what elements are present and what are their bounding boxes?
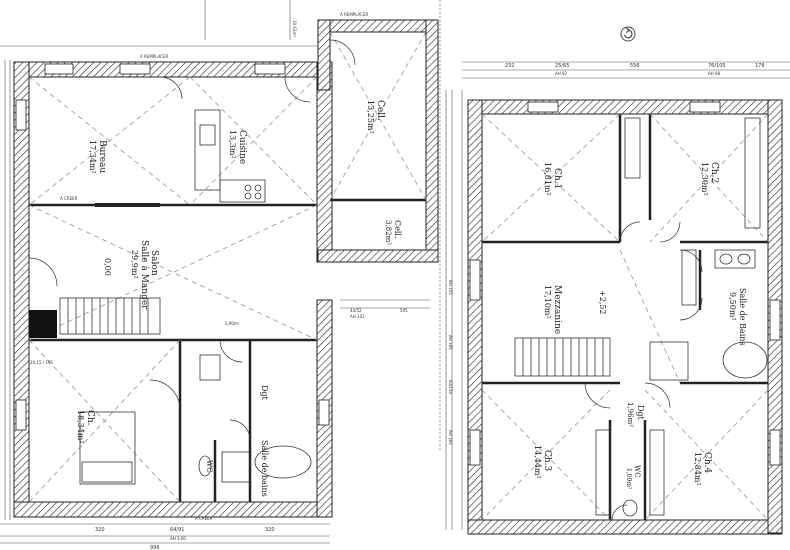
upper-level: +2,52 [598, 290, 607, 315]
dim-bottom-4: AH 3,00 [170, 536, 186, 541]
room-name-wc2: WC [633, 465, 641, 478]
room-area-chambre: 18,34m² [76, 410, 85, 444]
bathroom-fixtures [198, 354, 312, 483]
side-dim-2: AH 142 [350, 314, 365, 319]
room-name-ch1: Ch.1 [552, 168, 562, 189]
upper-dim-1: 232 [505, 63, 515, 69]
upper-dim-6: AH 98 [708, 71, 721, 76]
room-name-bureau: Bureau [97, 140, 107, 173]
room-name-cellier: Cell. [375, 100, 385, 121]
ground-column [29, 310, 57, 338]
ground-windows [15, 63, 330, 431]
room-name-mezzanine: Mezzanine [552, 285, 562, 334]
room-name-sdb2: Salle de Bains [738, 288, 747, 346]
room-area-cellier: 13,25m² [366, 100, 375, 134]
upper-dim-3: AH 92 [555, 71, 568, 76]
room-name-wc: WC [205, 460, 213, 473]
upper-room-labels: Ch.1 16,81m² Ch.2 12,30m² Mezzanine 17,1… [533, 162, 747, 490]
upper-top-dims: 232 25/65 AH 92 556 76/105 AH 98 178 [505, 63, 765, 76]
room-name-cellier2: Cell. [393, 220, 402, 239]
room-area-sdb2: 9,50m² [728, 292, 737, 321]
ground-floor-plan: Bureau 17,34m² Cuisine 13,3m² Cell. 13,2… [0, 0, 441, 550]
bed [79, 411, 136, 485]
dim-bottom-1: 320 [95, 527, 105, 533]
upper-bathroom-fixtures [622, 249, 768, 517]
ground-room-diagonals [28, 31, 427, 503]
room-area-cuisine: 13,3m² [228, 130, 237, 159]
room-area-dgt2: 1,96m² [626, 402, 634, 427]
room-area-salon: 29,9m² [130, 250, 139, 279]
upper-room-diagonals [481, 113, 769, 521]
upper-floor-plan: Ch.1 16,81m² Ch.2 12,30m² Mezzanine 17,1… [445, 61, 790, 535]
room-sub-salon: Salle à Manger [139, 240, 150, 310]
upper-left-dim-3: 63/150 [448, 380, 453, 395]
room-name-cuisine: Cuisine [237, 130, 247, 164]
note-dim-window: 20,15 / 195 [30, 360, 53, 365]
upper-windows [469, 101, 781, 466]
ground-dimension-lines [0, 0, 441, 544]
room-name-salon: Salon [149, 250, 159, 276]
ground-notes: A REMPLACER A REMPLACER A CREER A CREER … [30, 12, 408, 550]
side-dim-1: 44/52 [350, 308, 362, 313]
upper-left-dim-4: AH 183 [448, 430, 453, 445]
room-area-bureau: 17,34m² [88, 140, 97, 174]
upper-left-dims: AH 155 AH 185 63/150 AH 183 [448, 280, 453, 445]
kitchen-fixtures [194, 109, 266, 203]
upper-dim-2: 25/65 [555, 63, 569, 69]
ground-level: 0,00 [103, 258, 112, 276]
room-area-ch3: 14,44m² [533, 445, 542, 479]
room-area-ch1: 16,81m² [543, 162, 552, 196]
ground-partitions [29, 198, 426, 502]
rotate-icon[interactable] [620, 26, 636, 42]
upper-left-dim-1: AH 155 [448, 280, 453, 295]
room-name-dgt: Dgt [260, 385, 269, 401]
room-area-wc2: 1,09m² [625, 468, 632, 490]
room-area-ch4: 12,84m² [693, 452, 702, 486]
upper-dimension-lines [445, 61, 790, 530]
upper-closets [595, 117, 761, 516]
note-a-remplacer-2: A REMPLACER [340, 12, 368, 17]
upper-stairs [514, 337, 611, 377]
room-area-mezzanine: 17,10m² [543, 285, 552, 319]
room-name-dgt2: Dgt [636, 405, 645, 421]
ground-doors [28, 39, 356, 441]
room-name-ch4: Ch.4 [702, 452, 712, 474]
note-a-remplacer-1: A REMPLACER [140, 54, 168, 59]
upper-dim-7: 178 [755, 63, 765, 69]
upper-dim-4: 556 [630, 63, 640, 69]
note-a-creer-2: A CREER [195, 516, 213, 521]
dim-total: 996 [150, 545, 160, 550]
room-name-ch2: Ch.2 [709, 162, 719, 183]
ground-stairs [59, 297, 161, 335]
room-name-chambre: Ch. [85, 410, 95, 426]
room-area-cellier2: 3,82m² [384, 220, 392, 245]
note-area-extra: 2,90m² [225, 321, 240, 326]
upper-dim-5: 76/105 [708, 63, 726, 69]
ground-room-labels: Bureau 17,34m² Cuisine 13,3m² Cell. 13,2… [76, 100, 402, 497]
side-dim-3: 595 [400, 308, 408, 313]
dim-bottom-3: 320 [265, 527, 275, 533]
upper-doors [584, 221, 703, 521]
note-a-creer-1: A CREER [60, 196, 78, 201]
room-name-ch3: Ch.3 [542, 450, 552, 472]
dim-bottom-2: 64/91 [170, 527, 184, 533]
room-name-sdb: Salle de bains [260, 440, 269, 497]
room-area-ch2: 12,30m² [700, 162, 709, 196]
top-dimension: 10,63m² [292, 20, 297, 37]
upper-left-dim-2: AH 185 [448, 335, 453, 350]
